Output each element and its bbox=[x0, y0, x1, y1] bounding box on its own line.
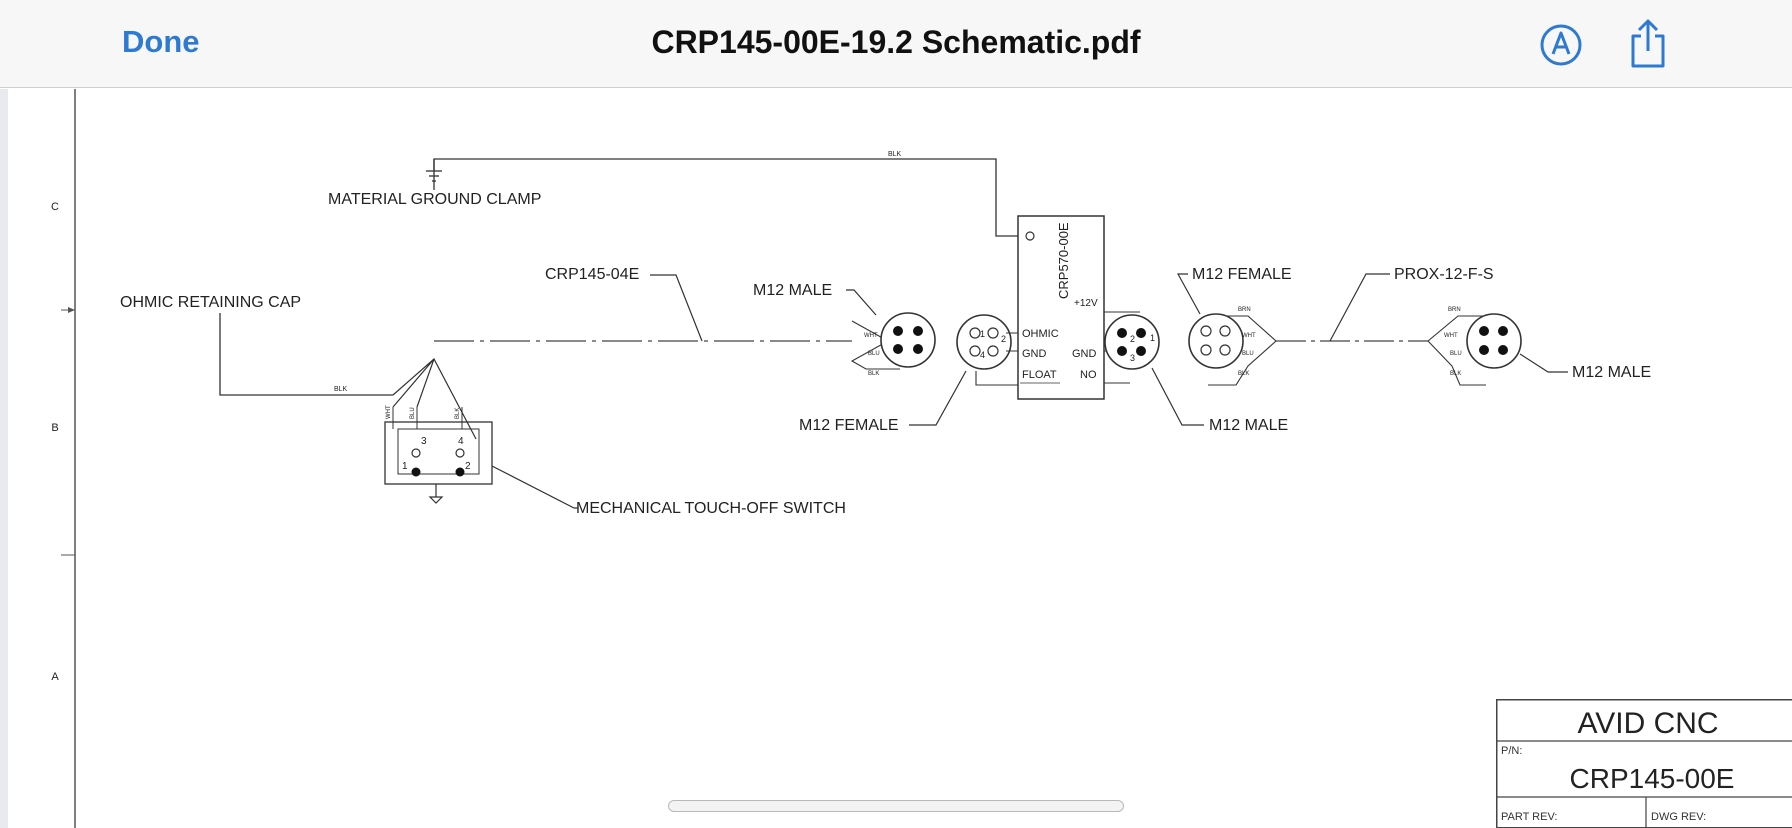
switch-pin-4: 4 bbox=[458, 436, 464, 447]
wire-label-wht-3: WHT bbox=[1444, 333, 1458, 339]
wire-label-wht-1: WHT bbox=[864, 333, 878, 339]
pn-label: P/N: bbox=[1501, 745, 1522, 757]
connector-m12-female-2: BRN WHT BLU BLK bbox=[1188, 307, 1277, 386]
company-name: AVID CNC bbox=[1577, 707, 1718, 740]
wire-label-blu-3: BLU bbox=[1450, 351, 1462, 357]
markup-pen-icon bbox=[1540, 24, 1582, 66]
label-crp145-04e: CRP145-04E bbox=[545, 266, 639, 283]
done-button[interactable]: Done bbox=[122, 24, 200, 59]
wire-label-brn-3: BRN bbox=[1448, 307, 1461, 313]
zone-label-b: B bbox=[51, 422, 58, 434]
switch-pin-1: 1 bbox=[402, 461, 408, 472]
wire-label-blk-top: BLK bbox=[888, 151, 902, 158]
title-block: AVID CNC P/N: CRP145-00E PART REV: DWG R… bbox=[1496, 699, 1792, 828]
mechanical-touch-off-switch: WHT BLU BLK 1 2 3 4 bbox=[384, 405, 493, 504]
label-mechanical-switch: MECHANICAL TOUCH-OFF SWITCH bbox=[576, 500, 846, 517]
pin-no: NO bbox=[1080, 369, 1097, 381]
conn3-pin-2: 2 bbox=[1130, 334, 1135, 344]
pn-value: CRP145-00E bbox=[1570, 763, 1735, 794]
wire-label-blk-cap: BLK bbox=[334, 386, 348, 393]
wire-label-blk-2: BLK bbox=[1238, 371, 1249, 377]
toolbar: Done CRP145-00E-19.2 Schematic.pdf bbox=[0, 0, 1792, 88]
label-prox: PROX-12-F-S bbox=[1394, 266, 1494, 283]
wire-label-blk-3: BLK bbox=[1450, 371, 1461, 377]
label-m12-female-bottom: M12 FEMALE bbox=[799, 417, 899, 434]
label-m12-male-top: M12 MALE bbox=[753, 282, 832, 299]
wire-label-brn-2: BRN bbox=[1238, 307, 1251, 313]
pin-gnd-left: GND bbox=[1022, 348, 1047, 360]
wire-label-blu-2: BLU bbox=[1242, 351, 1254, 357]
connector-m12-male-1: WHT BLU BLK bbox=[850, 312, 936, 377]
ground-symbol bbox=[426, 159, 442, 182]
pin-ohmic: OHMIC bbox=[1022, 328, 1059, 340]
zone-label-a: A bbox=[51, 671, 59, 683]
svg-text:WHT: WHT bbox=[386, 405, 392, 419]
pdf-viewer[interactable]: C B A BLK MATERIAL GROUND CLAMP OHMIC RE… bbox=[0, 89, 1792, 828]
wire-label-blk-1: BLK bbox=[868, 371, 879, 377]
zone-label-c: C bbox=[51, 201, 59, 213]
connector-m12-male-3: BRN WHT BLU BLK bbox=[1427, 307, 1522, 386]
label-m12-female-top: M12 FEMALE bbox=[1192, 266, 1292, 283]
share-icon bbox=[1631, 19, 1665, 68]
conn2-pin-1: 1 bbox=[980, 329, 985, 339]
conn2-pin-2: 2 bbox=[1001, 334, 1006, 344]
page-edge bbox=[0, 89, 8, 828]
home-indicator[interactable] bbox=[668, 800, 1124, 812]
module-label: CRP570-00E bbox=[1056, 222, 1071, 299]
share-button[interactable] bbox=[1627, 18, 1669, 70]
switch-pin-2: 2 bbox=[465, 461, 471, 472]
markup-button[interactable] bbox=[1538, 22, 1584, 68]
svg-text:BLU: BLU bbox=[410, 407, 416, 419]
dwg-rev-label: DWG REV: bbox=[1651, 811, 1706, 823]
connector-m12-female-1: 1 2 4 bbox=[956, 314, 1012, 370]
pin-plus12v: +12V bbox=[1074, 298, 1098, 309]
wire-label-blu-1: BLU bbox=[868, 351, 880, 357]
schematic-drawing: C B A BLK MATERIAL GROUND CLAMP OHMIC RE… bbox=[51, 89, 1651, 828]
switch-pin-3: 3 bbox=[421, 436, 427, 447]
connector-m12-male-2: 1 2 3 bbox=[1104, 314, 1160, 370]
pin-float: FLOAT bbox=[1022, 369, 1057, 381]
wire-label-wht-2: WHT bbox=[1242, 333, 1256, 339]
pin-gnd-right: GND bbox=[1072, 348, 1097, 360]
conn3-pin-1: 1 bbox=[1150, 333, 1155, 343]
label-m12-male-bottom: M12 MALE bbox=[1209, 417, 1288, 434]
label-material-ground-clamp: MATERIAL GROUND CLAMP bbox=[328, 191, 541, 208]
conn3-pin-3: 3 bbox=[1130, 353, 1135, 363]
svg-text:BLK: BLK bbox=[455, 408, 461, 419]
module-crp570-00e: CRP570-00E OHMIC GND FLOAT +12V GND NO bbox=[1017, 215, 1105, 400]
conn2-pin-4: 4 bbox=[980, 350, 985, 360]
label-ohmic-retaining-cap: OHMIC RETAINING CAP bbox=[120, 294, 301, 311]
part-rev-label: PART REV: bbox=[1501, 811, 1557, 823]
document-title: CRP145-00E-19.2 Schematic.pdf bbox=[651, 24, 1141, 60]
label-m12-male-right: M12 MALE bbox=[1572, 364, 1651, 381]
